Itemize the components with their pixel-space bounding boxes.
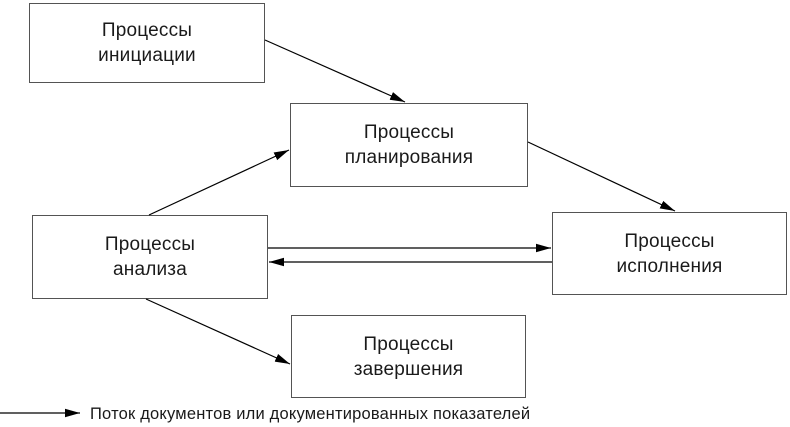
box-label-line: исполнения [616,255,723,277]
box-label-line: Процессы [363,122,455,143]
box-label-line: Процессы [104,234,196,255]
box-label-line: анализа [112,259,187,280]
arrow-analysis-to-planning [148,149,290,216]
legend-label: Поток документов или документированных п… [90,405,531,423]
arrow-planning-to-execution [527,141,676,212]
process-box-execution: Процессы исполнения [552,212,787,295]
box-label-line: инициации [98,45,196,66]
box-label-line: Процессы [624,230,715,252]
arrow-initiation-to-planning [264,39,406,103]
process-box-analysis: Процессы анализа [32,215,268,299]
box-label-line: завершения [353,358,464,380]
box-label-line: Процессы [363,333,454,355]
process-box-initiation: Процессы инициации [29,3,265,83]
arrow-analysis-to-completion [145,298,291,365]
process-box-completion: Процессы завершения [291,315,526,398]
box-label-line: Процессы [101,20,193,41]
process-box-planning: Процессы планирования [290,103,528,187]
box-label-line: планирования [344,147,474,168]
